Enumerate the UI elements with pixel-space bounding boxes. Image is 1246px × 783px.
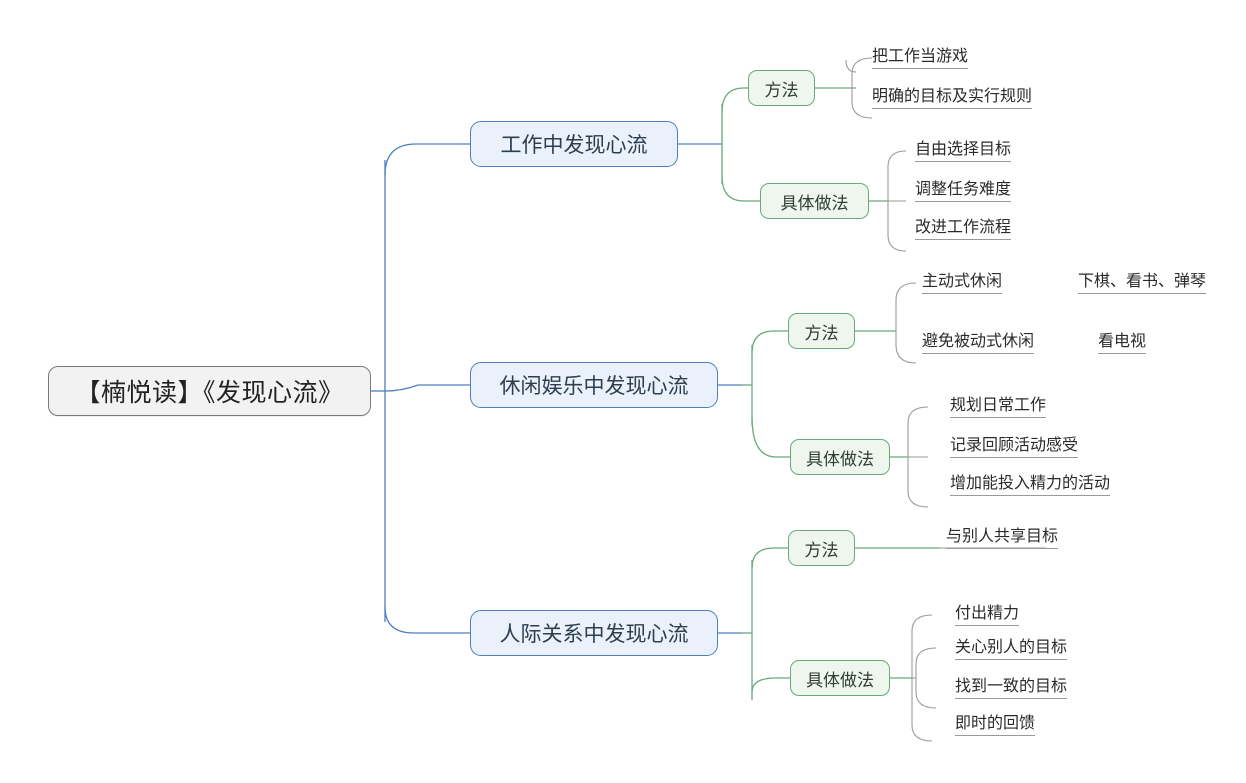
leaf-label: 看电视 — [1098, 331, 1147, 350]
leaf-label: 把工作当游戏 — [872, 46, 969, 65]
sub-node-work-practices-label: 具体做法 — [780, 193, 849, 214]
sub-node-work-practices[interactable]: 具体做法 — [760, 183, 869, 219]
sub-node-work-methods[interactable]: 方法 — [748, 70, 815, 106]
leaf-label: 增加能投入精力的活动 — [950, 473, 1111, 492]
leaf-leisure-method-1-child-1[interactable]: 下棋、看书、弹琴 — [1078, 271, 1207, 294]
sub-node-work-methods-label: 方法 — [764, 80, 799, 101]
leaf-leisure-practice-3[interactable]: 增加能投入精力的活动 — [950, 473, 1111, 496]
leaf-label: 避免被动式休闲 — [922, 331, 1035, 350]
sub-node-relationships-methods[interactable]: 方法 — [788, 530, 855, 566]
leaf-leisure-method-2[interactable]: 避免被动式休闲 — [922, 331, 1035, 354]
leaf-work-practice-3[interactable]: 改进工作流程 — [915, 217, 1012, 240]
leaf-label: 即时的回馈 — [955, 713, 1036, 732]
leaf-label: 明确的目标及实行规则 — [872, 86, 1033, 105]
leaf-work-method-2[interactable]: 明确的目标及实行规则 — [872, 86, 1033, 109]
leaf-label: 主动式休闲 — [922, 271, 1003, 290]
leaf-leisure-practice-1[interactable]: 规划日常工作 — [950, 395, 1047, 418]
leaf-work-practice-2[interactable]: 调整任务难度 — [915, 179, 1012, 202]
leaf-label: 找到一致的目标 — [955, 676, 1068, 695]
branch-node-relationships[interactable]: 人际关系中发现心流 — [470, 610, 718, 656]
root-node-label: 【楠悦读】《发现心流》 — [75, 378, 344, 407]
sub-node-leisure-methods-label: 方法 — [804, 323, 839, 344]
root-node[interactable]: 【楠悦读】《发现心流》 — [48, 366, 371, 416]
leaf-relationship-practice-2[interactable]: 关心别人的目标 — [955, 637, 1068, 660]
leaf-relationship-method-1[interactable]: 与别人共享目标 — [946, 526, 1059, 549]
leaf-work-practice-1[interactable]: 自由选择目标 — [915, 139, 1012, 162]
leaf-leisure-method-1[interactable]: 主动式休闲 — [922, 271, 1003, 294]
leaf-label: 规划日常工作 — [950, 395, 1047, 414]
branch-node-leisure[interactable]: 休闲娱乐中发现心流 — [470, 362, 718, 408]
leaf-relationship-practice-1[interactable]: 付出精力 — [955, 603, 1020, 626]
leaf-label: 下棋、看书、弹琴 — [1078, 271, 1207, 290]
leaf-leisure-practice-2[interactable]: 记录回顾活动感受 — [950, 435, 1079, 458]
leaf-label: 记录回顾活动感受 — [950, 435, 1079, 454]
sub-node-leisure-practices-label: 具体做法 — [806, 449, 874, 470]
sub-node-relationships-methods-label: 方法 — [804, 540, 839, 561]
leaf-label: 改进工作流程 — [915, 217, 1012, 236]
leaf-relationship-practice-3[interactable]: 找到一致的目标 — [955, 676, 1068, 699]
leaf-label: 付出精力 — [955, 603, 1020, 622]
leaf-relationship-practice-4[interactable]: 即时的回馈 — [955, 713, 1036, 736]
leaf-work-method-1[interactable]: 把工作当游戏 — [872, 46, 969, 69]
sub-node-relationships-practices[interactable]: 具体做法 — [790, 660, 890, 696]
leaf-leisure-method-2-child-1[interactable]: 看电视 — [1098, 331, 1147, 354]
branch-node-work-label: 工作中发现心流 — [500, 133, 648, 157]
branch-node-relationships-label: 人际关系中发现心流 — [499, 622, 689, 646]
leaf-label: 关心别人的目标 — [955, 637, 1068, 656]
sub-node-leisure-practices[interactable]: 具体做法 — [790, 439, 890, 475]
branch-node-leisure-label: 休闲娱乐中发现心流 — [499, 374, 689, 398]
leaf-label: 与别人共享目标 — [946, 526, 1059, 545]
leaf-label: 自由选择目标 — [915, 139, 1012, 158]
sub-node-relationships-practices-label: 具体做法 — [806, 670, 874, 691]
leaf-label: 调整任务难度 — [915, 179, 1012, 198]
sub-node-leisure-methods[interactable]: 方法 — [788, 313, 855, 349]
branch-node-work[interactable]: 工作中发现心流 — [470, 121, 678, 167]
